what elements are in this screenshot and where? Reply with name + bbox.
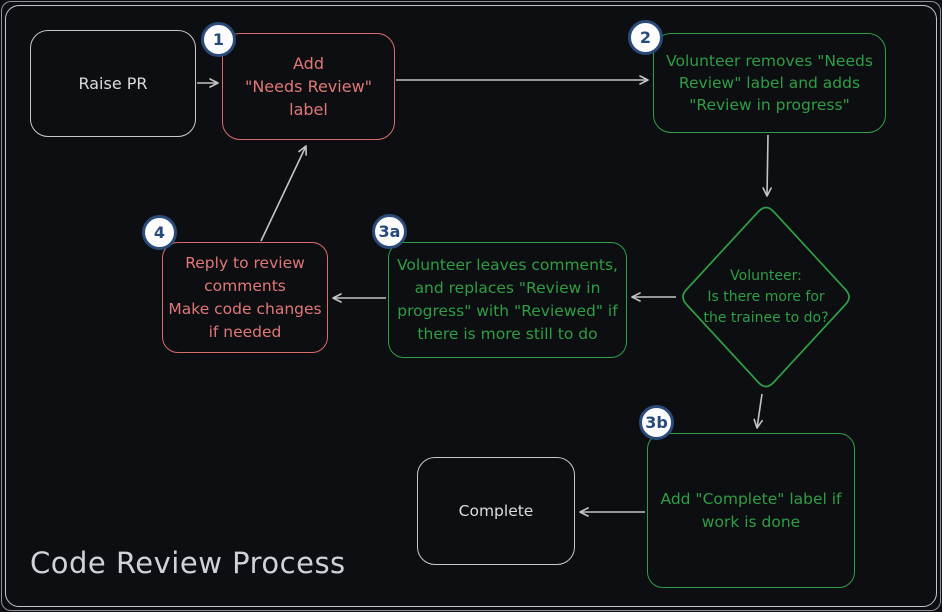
- node-add-needs-review-label: Add "Needs Review" label: [222, 33, 395, 140]
- step-badge-1: 1: [201, 22, 236, 57]
- diagram-title: Code Review Process: [30, 546, 346, 580]
- step-badge-3b: 3b: [639, 405, 674, 440]
- node-raise-pr: Raise PR: [30, 30, 196, 137]
- arrow-step2-to-decision: [762, 134, 772, 197]
- step-badge-2: 2: [628, 20, 663, 55]
- node-volunteer-leaves-comments: Volunteer leaves comments, and replaces …: [388, 242, 627, 358]
- node-volunteer-removes-needs-review: Volunteer removes "Needs Review" label a…: [653, 33, 886, 133]
- step-badge-4: 4: [142, 215, 177, 250]
- node-add-complete-label: Add "Complete" label if work is done: [647, 433, 855, 588]
- node-decision-more-for-trainee: Volunteer: Is there more for the trainee…: [703, 267, 829, 326]
- node-complete: Complete: [417, 457, 575, 565]
- node-reply-to-review-comments: Reply to review comments Make code chang…: [162, 242, 328, 353]
- step-badge-3a: 3a: [372, 214, 407, 249]
- arrow-step4-to-step1: [260, 145, 307, 242]
- arrow-decision-to-step3b: [753, 393, 763, 429]
